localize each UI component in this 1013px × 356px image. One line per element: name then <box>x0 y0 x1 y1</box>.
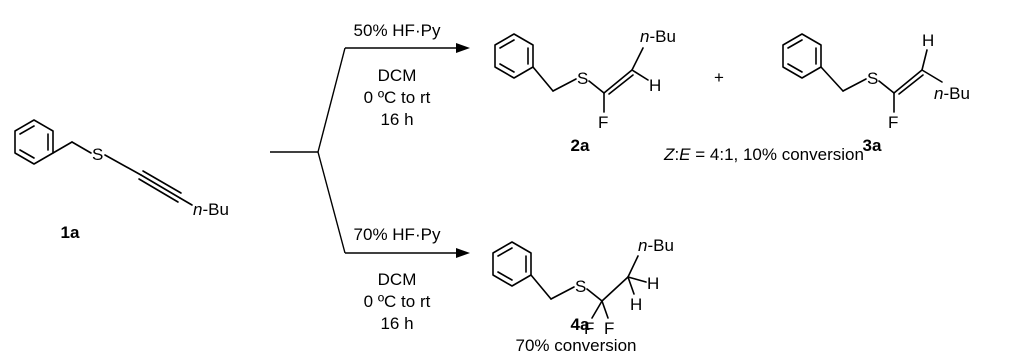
benzene-ring <box>782 33 822 79</box>
upper-reagent: 50% HF·Py <box>354 21 441 40</box>
benzene-ring <box>494 33 534 79</box>
compound-3a: S F H n-Bu 3a <box>782 31 970 155</box>
hydrogen-atom: H <box>922 31 934 50</box>
lower-conditions: 70% HF·Py DCM 0 ºC to rt 16 h <box>354 225 441 333</box>
compound-1a: S n-Bu 1a <box>14 119 229 242</box>
upper-conditions: 50% HF·Py DCM 0 ºC to rt 16 h <box>354 21 441 129</box>
lower-arrowhead <box>456 248 470 258</box>
nbu-label: n-Bu <box>638 236 674 255</box>
nbu-label: n-Bu <box>934 84 970 103</box>
hydrogen-atom-1: H <box>647 274 659 293</box>
conversion-text: 70% conversion <box>516 336 637 355</box>
lower-time: 16 h <box>380 314 413 333</box>
compound-4a: S F F n-Bu H H 4a <box>492 236 674 338</box>
upper-time: 16 h <box>380 110 413 129</box>
hydrogen-atom: H <box>649 76 661 95</box>
compound-label-1a: 1a <box>61 223 80 242</box>
compound-label-4a: 4a <box>571 315 590 334</box>
upper-solvent: DCM <box>378 66 417 85</box>
benzene-ring <box>492 241 532 287</box>
fluorine-atom-1: F <box>584 319 594 338</box>
fluorine-atom-2: F <box>604 319 614 338</box>
hydrogen-atom-2: H <box>630 295 642 314</box>
sulfur-atom: S <box>577 69 588 88</box>
compound-label-3a: 3a <box>863 136 882 155</box>
lower-temperature: 0 ºC to rt <box>364 292 431 311</box>
benzene-ring <box>14 119 54 165</box>
upper-temperature: 0 ºC to rt <box>364 88 431 107</box>
compound-2a: S F n-Bu H 2a <box>494 27 676 155</box>
branching-arrows <box>270 43 470 258</box>
ratio-conversion-text: Z:E = 4:1, 10% conversion <box>663 145 864 164</box>
lower-solvent: DCM <box>378 270 417 289</box>
plus-sign: + <box>714 68 724 87</box>
upper-arrowhead <box>456 43 470 53</box>
compound-label-2a: 2a <box>571 136 590 155</box>
sulfur-atom: S <box>92 145 103 164</box>
fluorine-atom: F <box>888 113 898 132</box>
lower-reagent: 70% HF·Py <box>354 225 441 244</box>
fluorine-atom: F <box>598 113 608 132</box>
nbu-label: n-Bu <box>640 27 676 46</box>
sulfur-atom: S <box>575 277 586 296</box>
sulfur-atom: S <box>867 69 878 88</box>
nbu-label: n-Bu <box>193 200 229 219</box>
